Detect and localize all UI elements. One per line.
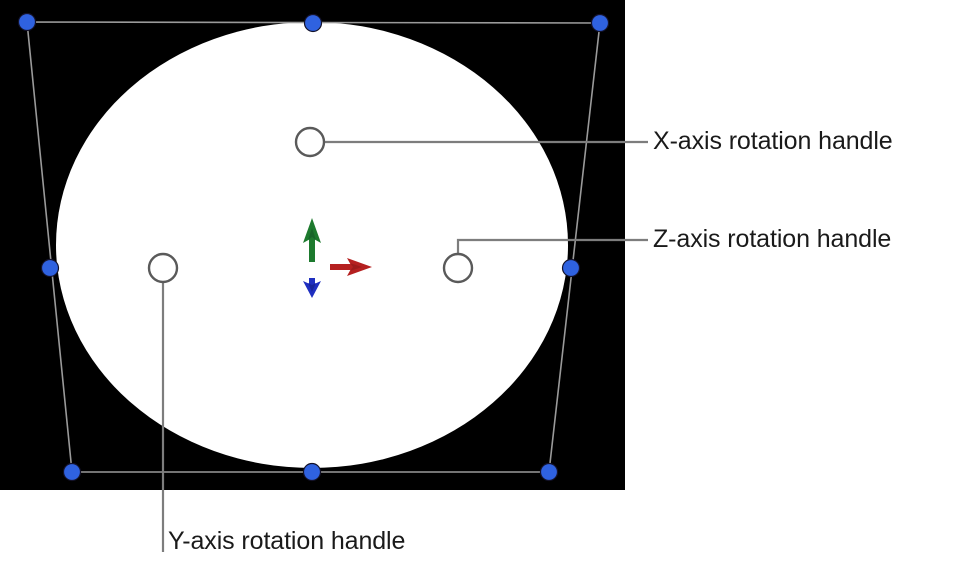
- selection-handle-bottom-right[interactable]: [539, 462, 559, 482]
- selection-handle-top-center[interactable]: [303, 13, 323, 33]
- callout-label-z-axis: Z-axis rotation handle: [653, 225, 892, 253]
- selection-handle-top-left[interactable]: [17, 12, 37, 32]
- selection-handle-bottom-left[interactable]: [62, 462, 82, 482]
- y-axis-rotation-handle[interactable]: [147, 252, 179, 284]
- selection-handle-top-right[interactable]: [590, 13, 610, 33]
- selection-handle-bottom-center[interactable]: [302, 462, 322, 482]
- gizmo-x-axis-red-arrow[interactable]: [330, 258, 372, 276]
- gizmo-y-axis-green-arrow[interactable]: [303, 218, 321, 262]
- z-axis-rotation-handle[interactable]: [442, 252, 474, 284]
- z-axis-leader-line: [456, 238, 648, 254]
- callout-label-x-axis: X-axis rotation handle: [653, 127, 893, 155]
- selection-handle-middle-left[interactable]: [40, 258, 60, 278]
- selection-handle-middle-right[interactable]: [561, 258, 581, 278]
- callout-label-y-axis: Y-axis rotation handle: [168, 527, 406, 555]
- x-axis-rotation-handle[interactable]: [294, 126, 326, 158]
- gizmo-z-axis-blue-arrow[interactable]: [303, 278, 321, 298]
